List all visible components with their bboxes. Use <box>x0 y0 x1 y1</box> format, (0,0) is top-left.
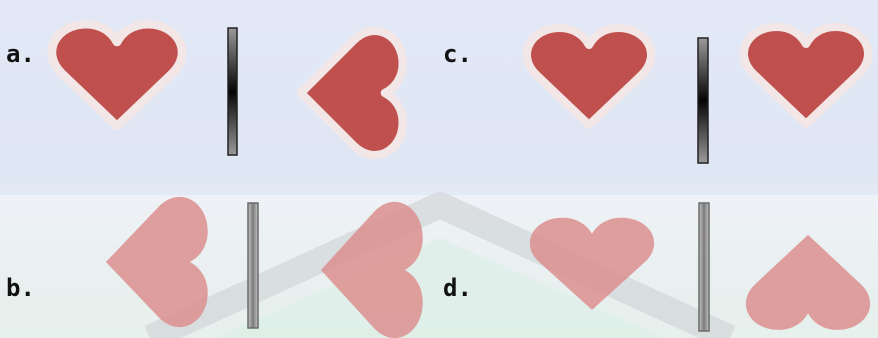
mirror-line-icon <box>228 28 237 155</box>
mirror-line-icon <box>248 203 258 328</box>
heart-icon <box>744 27 868 124</box>
mirror-line-icon <box>699 203 709 331</box>
mirror-line-icon <box>698 38 708 163</box>
heart-icon <box>301 31 403 155</box>
heart-icon <box>321 202 423 338</box>
label-b: b. <box>6 276 35 300</box>
label-d: d. <box>443 276 472 300</box>
heart-icon <box>530 218 654 310</box>
heart-icon <box>527 28 651 125</box>
label-a: a. <box>6 42 35 66</box>
heart-icon <box>106 197 208 327</box>
heart-icon <box>52 24 182 126</box>
label-c: c. <box>443 42 472 66</box>
heart-icon <box>746 235 870 330</box>
